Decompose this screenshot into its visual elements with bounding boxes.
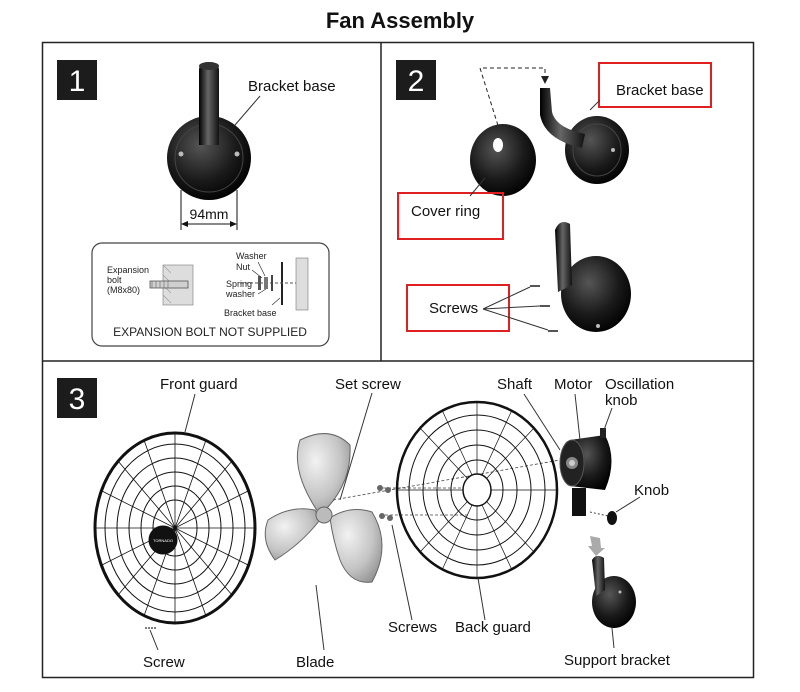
step3-back-guard-leader bbox=[477, 577, 486, 621]
step1-bracket-base-label: Bracket base bbox=[248, 78, 336, 95]
step2-assembly-arrow bbox=[541, 76, 549, 84]
step3-knob-label: Knob bbox=[634, 482, 669, 499]
outer-frame bbox=[41, 41, 755, 679]
step1-spring-washer-label: Spring washer bbox=[225, 279, 255, 299]
step3-screws-image bbox=[377, 485, 393, 521]
step1-detail-bracket-base-label: Bracket base bbox=[224, 308, 277, 318]
step1-bracket-base-image bbox=[167, 62, 251, 200]
step3-down-arrow bbox=[588, 536, 605, 556]
step1-note: EXPANSION BOLT NOT SUPPLIED bbox=[113, 325, 307, 339]
step3-screw-label: Screw bbox=[143, 654, 185, 671]
step1-panel: 1 Bracket base 94mm bbox=[57, 60, 336, 347]
step3-oscillation-knob-leader bbox=[603, 407, 613, 431]
step1-dimension-label: 94mm bbox=[190, 206, 229, 222]
step3-knob-leader bbox=[615, 496, 641, 513]
step3-motor-label: Motor bbox=[554, 376, 592, 393]
step3-support-bracket-label: Support bracket bbox=[564, 652, 671, 669]
step3-blade-label: Blade bbox=[296, 654, 334, 671]
step3-shaft-label: Shaft bbox=[497, 376, 533, 393]
step2-screws-leaders bbox=[482, 286, 549, 331]
step2-cover-ring-label: Cover ring bbox=[411, 203, 480, 220]
step3-set-screw-leader bbox=[339, 392, 373, 501]
step3-screws-label: Screws bbox=[388, 619, 437, 636]
step3-front-guard-image bbox=[93, 431, 257, 625]
step2-bracket-base-highlight bbox=[598, 62, 712, 108]
step2-number-badge bbox=[396, 60, 436, 100]
step2-assembled-bracket-image bbox=[555, 222, 631, 332]
step1-nut-label: Nut bbox=[236, 262, 251, 272]
step1-washer-label: Washer bbox=[236, 251, 267, 261]
step2-number: 2 bbox=[408, 65, 425, 98]
step1-detail-box bbox=[91, 242, 330, 347]
step1-expansion-bolt-label: Expansion bolt (M8x80) bbox=[107, 265, 152, 295]
step3-front-guard-label: Front guard bbox=[160, 376, 238, 393]
page-title: Fan Assembly bbox=[325, 8, 475, 33]
step3-screws-leader bbox=[391, 524, 413, 621]
step3-number-badge bbox=[57, 378, 97, 418]
step3-support-bracket-image bbox=[592, 555, 636, 628]
step2-bracket-base-label: Bracket base bbox=[616, 82, 704, 99]
step3-back-guard-image bbox=[395, 400, 559, 580]
step2-panel: 2 Bracket base bbox=[396, 60, 712, 332]
step2-screws-label: Screws bbox=[429, 300, 478, 317]
step3-blade-image bbox=[264, 433, 383, 583]
step3-front-guard-badge: TORNADO bbox=[153, 538, 173, 543]
step2-assembly-path bbox=[479, 67, 546, 133]
step2-cover-ring-leader bbox=[469, 177, 486, 197]
step3-knob-image bbox=[589, 511, 617, 525]
step3-set-screw-label: Set screw bbox=[335, 376, 401, 393]
step2-bracket-leader bbox=[589, 99, 601, 111]
step1-dimension-line bbox=[180, 190, 238, 230]
step3-oscillation-knob-label: Oscillation knob bbox=[605, 376, 678, 409]
step3-assembly-lines bbox=[332, 459, 561, 516]
step3-blade-leader bbox=[315, 584, 325, 651]
step3-motor-image bbox=[559, 428, 612, 516]
step3-back-guard-label: Back guard bbox=[455, 619, 531, 636]
step2-screws-image bbox=[530, 285, 558, 332]
step1-wall-mount-illustration bbox=[240, 257, 309, 311]
step2-cover-ring-image bbox=[470, 124, 536, 196]
step3-shaft-leader bbox=[523, 393, 561, 451]
step1-bracket-leader bbox=[234, 95, 261, 126]
step1-number: 1 bbox=[69, 65, 86, 98]
step3-panel: 3 TORNADO Front guard Screw Blade bbox=[57, 376, 678, 671]
step3-motor-leader bbox=[574, 393, 581, 441]
step1-number-badge bbox=[57, 60, 97, 100]
step2-cover-ring-highlight bbox=[397, 192, 504, 240]
step3-support-bracket-leader bbox=[611, 627, 615, 649]
step3-front-guard-leader bbox=[184, 393, 196, 433]
step1-expansion-bolt-illustration bbox=[149, 264, 194, 306]
step2-bracket-base-image bbox=[540, 88, 629, 184]
step3-screw-leader bbox=[149, 629, 159, 651]
step3-number: 3 bbox=[69, 383, 86, 416]
